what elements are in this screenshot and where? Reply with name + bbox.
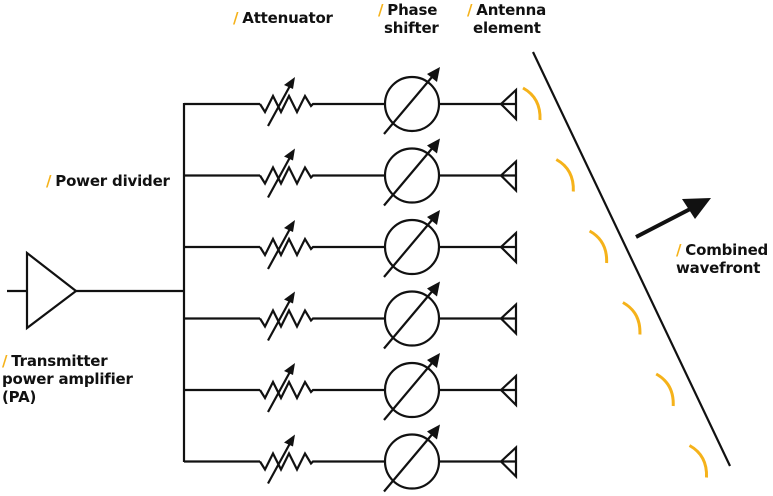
phase-shifter-label: /Phase shifter (378, 1, 439, 37)
transmitter-pa-label-line2: power amplifier (2, 370, 133, 388)
power-divider-label-text: Power divider (55, 172, 170, 190)
combined-wavefront-label-line1: Combined (685, 241, 769, 259)
transmitter-pa-label-line3: (PA) (2, 388, 37, 406)
transmitter-pa-label-line1: Transmitter (11, 352, 108, 370)
antenna-element-label: /Antenna element (467, 1, 546, 37)
attenuator-variable-arrow (267, 154, 292, 199)
antenna-element-icon (499, 87, 518, 122)
attenuator-resistor-icon (259, 236, 318, 258)
attenuator-variable-arrow (267, 369, 292, 413)
label-slash: / (676, 241, 682, 259)
wavefront-direction-arrow-icon (635, 198, 711, 239)
phase-shifter-variable-arrow (383, 147, 433, 207)
emitted-wave-arc (622, 301, 642, 335)
combined-wavefront-label: /Combined wavefront (676, 241, 768, 277)
phase-shifter-variable-arrow (383, 362, 433, 421)
attenuator-label-text: Attenuator (242, 9, 333, 27)
attenuator-label: /Attenuator (233, 9, 333, 27)
branch (184, 138, 575, 207)
power-amplifier (7, 250, 184, 331)
attenuator-resistor-icon (259, 93, 318, 115)
branch (184, 424, 709, 493)
transmitter-pa-label: /Transmitter power amplifier (PA) (2, 352, 133, 406)
label-slash: / (378, 1, 384, 19)
attenuator-variable-arrow (267, 83, 292, 127)
attenuator-arrowhead-icon (284, 77, 295, 89)
phase-shifter-arrowhead-icon (427, 138, 440, 154)
attenuator-arrowhead-icon (284, 220, 295, 232)
attenuator-variable-arrow (267, 226, 292, 270)
attenuator-arrowhead-icon (284, 434, 295, 447)
branch (184, 210, 609, 278)
combined-wavefront-line (532, 51, 731, 467)
attenuator-arrowhead-icon (284, 363, 295, 375)
attenuator-arrowhead-icon (284, 148, 295, 161)
label-slash: / (233, 9, 239, 27)
label-slash: / (46, 172, 52, 190)
phase-shifter-arrowhead-icon (427, 281, 440, 297)
branch (184, 67, 542, 135)
attenuator-resistor-icon (259, 379, 318, 401)
phase-shifter-variable-arrow (383, 219, 433, 278)
antenna-element-icon (499, 373, 518, 408)
emitted-wave-arc (555, 158, 575, 192)
antenna-element-icon (499, 301, 518, 337)
phase-shifter-variable-arrow (383, 76, 433, 135)
branch (184, 353, 675, 421)
phase-shifter-arrowhead-icon (427, 210, 440, 225)
emitted-wave-arc (588, 229, 609, 264)
attenuator-arrowhead-icon (284, 291, 295, 304)
phase-shifter-label-line1: Phase (387, 1, 438, 19)
label-slash: / (467, 1, 473, 19)
attenuator-resistor-icon (259, 165, 318, 186)
branches (184, 67, 709, 493)
emitted-wave-arc (655, 372, 675, 407)
antenna-element-label-line2: element (473, 19, 541, 37)
attenuator-resistor-icon (259, 308, 318, 329)
branch (184, 281, 642, 350)
antenna-element-icon (499, 158, 518, 194)
attenuator-variable-arrow (267, 440, 292, 485)
emitted-wave-arc (522, 86, 542, 121)
antenna-element-label-line1: Antenna (476, 1, 546, 19)
antenna-element-icon (499, 444, 518, 480)
phase-shifter-variable-arrow (383, 433, 433, 493)
phase-shifter-variable-arrow (383, 290, 433, 350)
pa-triangle-icon (25, 250, 78, 331)
attenuator-variable-arrow (267, 297, 292, 342)
phase-shifter-arrowhead-icon (427, 424, 440, 440)
power-divider-label: /Power divider (46, 172, 170, 190)
combined-wavefront-label-line2: wavefront (676, 259, 761, 277)
phase-shifter-arrowhead-icon (427, 353, 440, 368)
emitted-wave-arc (688, 444, 709, 478)
antenna-element-icon (499, 230, 518, 265)
attenuator-resistor-icon (259, 451, 318, 472)
label-slash: / (2, 352, 8, 370)
phase-shifter-label-line2: shifter (384, 19, 439, 37)
phase-shifter-arrowhead-icon (427, 67, 440, 82)
